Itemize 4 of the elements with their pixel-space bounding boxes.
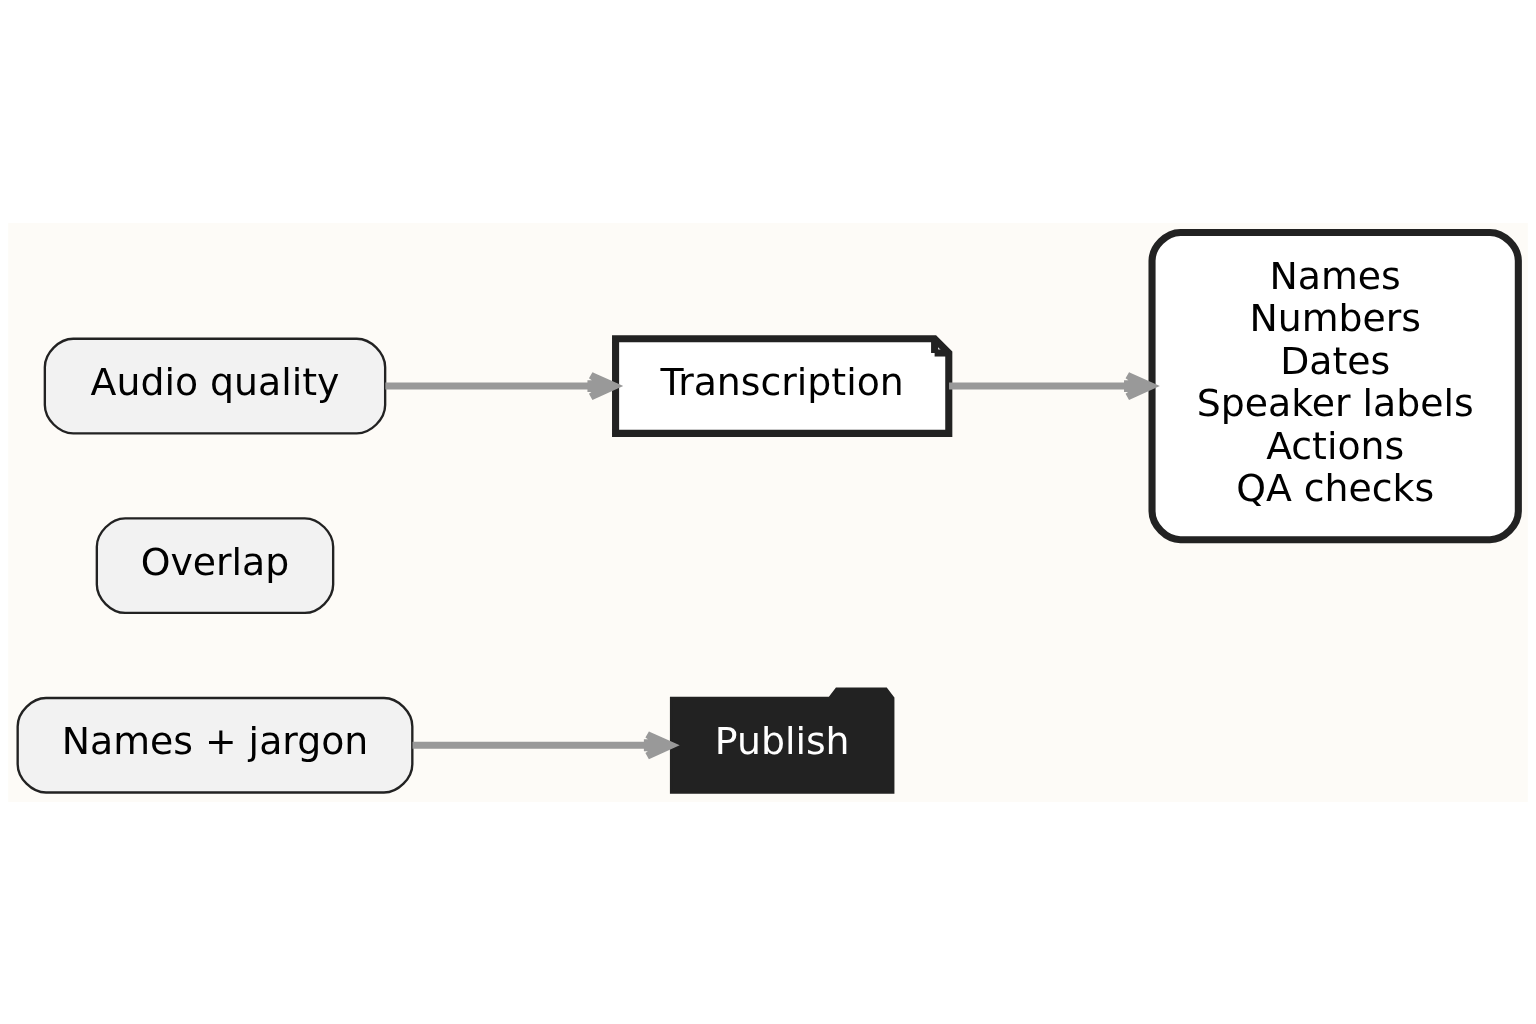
node-box: Audio quality <box>43 337 387 434</box>
node-box: Names Numbers Dates Speaker labels Actions QA checks <box>1148 228 1522 543</box>
node-box: Overlap <box>95 516 335 614</box>
node-box: Names + jargon <box>16 696 414 794</box>
